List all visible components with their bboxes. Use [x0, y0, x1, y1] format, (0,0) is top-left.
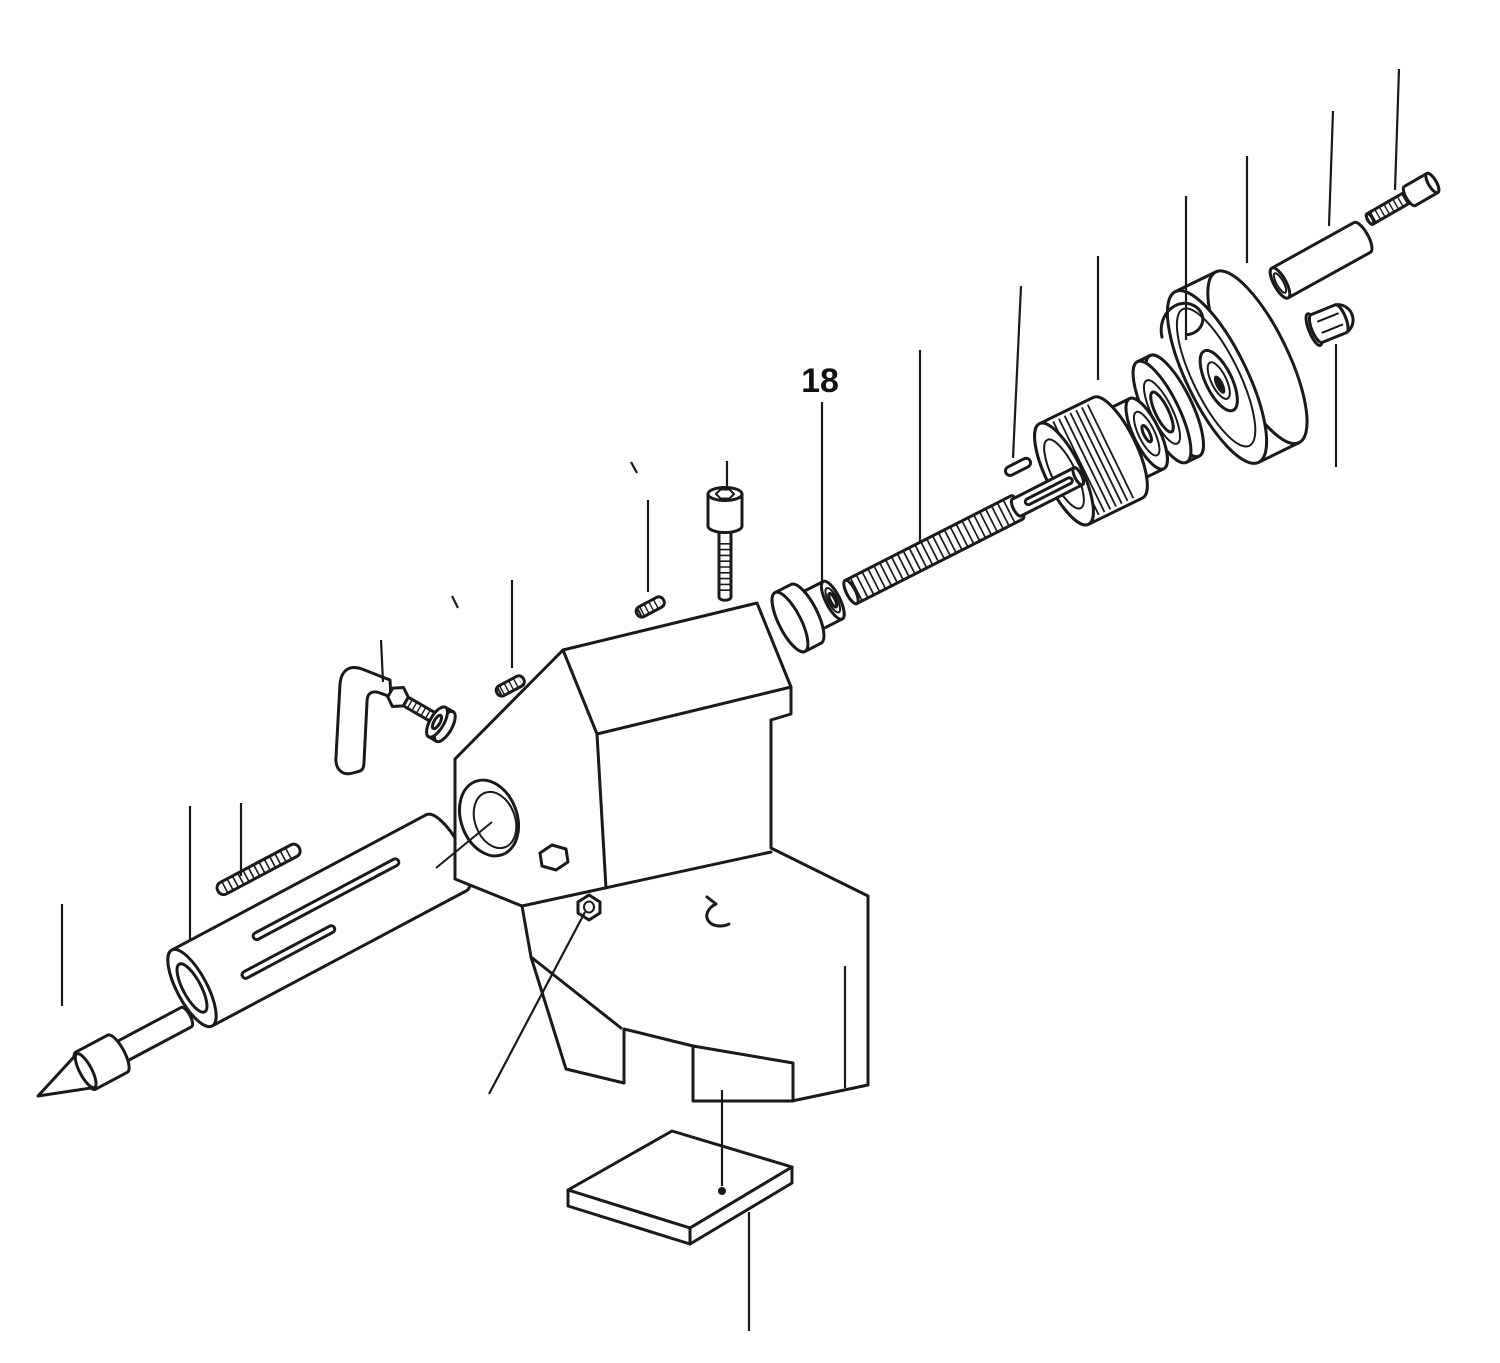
hub-hole	[1213, 375, 1226, 394]
part-number-label: 18	[801, 362, 839, 400]
keyway-slot	[1023, 476, 1074, 507]
set-screw-front	[494, 674, 526, 698]
clamp-handle	[334, 666, 393, 776]
plate-hole-dot	[718, 1187, 726, 1195]
dead-center	[36, 1005, 195, 1098]
thrust-washer	[1131, 353, 1205, 465]
quill-slot	[251, 857, 401, 942]
tailstock-body	[435, 601, 870, 1103]
handwheel	[1159, 269, 1309, 465]
quill-slot	[240, 924, 337, 980]
spoke-curl	[1159, 301, 1205, 339]
hex-boss	[538, 843, 570, 872]
tailstock-quill	[166, 812, 472, 1029]
set-screw-top	[634, 595, 666, 619]
lead-screw	[842, 466, 1086, 606]
dome-tip	[1333, 303, 1355, 335]
handle-grip	[1268, 220, 1374, 300]
acorn-nut	[1304, 303, 1355, 347]
body-hex-nut	[576, 893, 602, 922]
axis-line	[435, 821, 493, 869]
handle-screw	[1364, 171, 1441, 226]
cast-slot	[705, 895, 731, 928]
clamp-bolt	[386, 685, 437, 723]
clamp-washer	[425, 705, 457, 744]
hex-socket	[714, 488, 736, 500]
key	[1004, 456, 1033, 477]
leader-lines	[60, 68, 1401, 1331]
base-plate	[566, 1129, 794, 1246]
thrust-bushing-18	[770, 579, 846, 654]
cap-screw	[706, 486, 744, 602]
quill-stud	[215, 842, 302, 897]
